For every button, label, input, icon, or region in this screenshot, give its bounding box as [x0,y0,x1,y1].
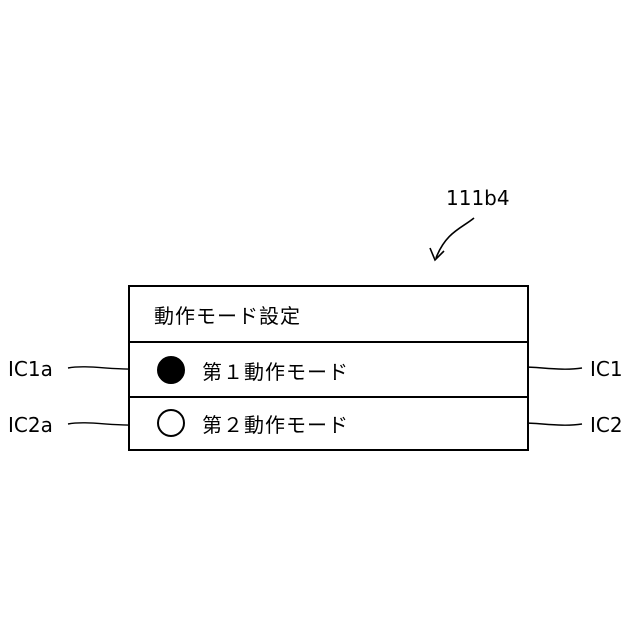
mode-option-2[interactable]: 第２動作モード [130,398,527,449]
row-2-reference-label: IC2 [590,413,623,437]
radio-2-reference-label: IC2a [8,413,53,437]
radio-unselected-icon[interactable] [157,409,185,437]
mode-option-1[interactable]: 第１動作モード [130,343,527,398]
radio-1-reference-label: IC1a [8,357,53,381]
mode-option-2-label: 第２動作モード [202,409,349,438]
radio-selected-icon[interactable] [157,356,185,384]
operation-mode-panel: 動作モード設定 第１動作モード 第２動作モード [128,285,529,451]
figure-reference-label: 111b4 [446,186,510,210]
mode-option-1-label: 第１動作モード [202,356,349,385]
row-1-reference-label: IC1 [590,357,623,381]
figure-ref-arrow [436,218,474,258]
panel-header: 動作モード設定 [130,287,527,343]
panel-title: 動作モード設定 [154,300,301,329]
